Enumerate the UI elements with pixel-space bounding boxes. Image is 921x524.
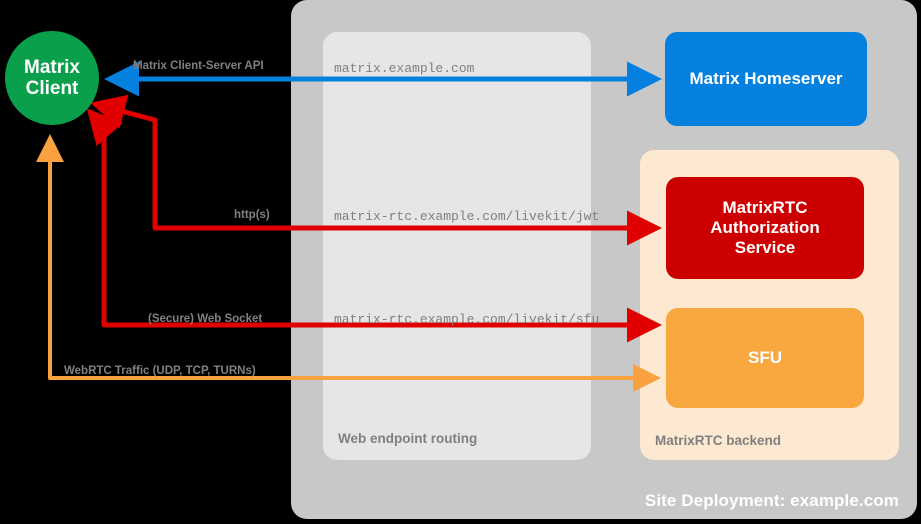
node-sfu-label: SFU — [748, 347, 782, 367]
endpoint-url-matrix: matrix.example.com — [334, 61, 475, 76]
node-matrix-client[interactable]: Matrix Client — [5, 31, 99, 125]
flow-label-cs-api: Matrix Client-Server API — [133, 60, 264, 72]
flow-label-websocket: (Secure) Web Socket — [148, 313, 263, 325]
node-matrixrtc-authorization-service[interactable]: MatrixRTC Authorization Service — [666, 177, 864, 279]
node-sfu[interactable]: SFU — [666, 308, 864, 408]
endpoint-url-sfu: matrix-rtc.example.com/livekit/sfu — [334, 312, 600, 327]
flow-label-webrtc: WebRTC Traffic (UDP, TCP, TURNs) — [64, 365, 256, 377]
matrixrtc-backend-label: MatrixRTC backend — [655, 433, 782, 448]
node-auth-label-line2: Authorization — [710, 217, 820, 237]
node-matrix-homeserver-label: Matrix Homeserver — [689, 68, 843, 88]
site-deployment-label: Site Deployment: example.com — [644, 491, 899, 510]
node-auth-label-line1: MatrixRTC — [722, 197, 808, 217]
node-matrix-client-label-line2: Client — [25, 78, 79, 99]
flow-label-https: http(s) — [234, 209, 270, 221]
endpoint-url-jwt: matrix-rtc.example.com/livekit/jwt — [334, 209, 600, 224]
web-endpoint-routing-label: Web endpoint routing — [338, 431, 478, 446]
flow-webrtc-line — [36, 134, 657, 380]
node-matrix-homeserver[interactable]: Matrix Homeserver — [665, 32, 867, 126]
web-endpoint-routing-container: Web endpoint routing — [323, 32, 591, 460]
node-matrix-client-label-line1: Matrix — [24, 56, 80, 78]
node-auth-label-line3: Service — [734, 238, 796, 258]
